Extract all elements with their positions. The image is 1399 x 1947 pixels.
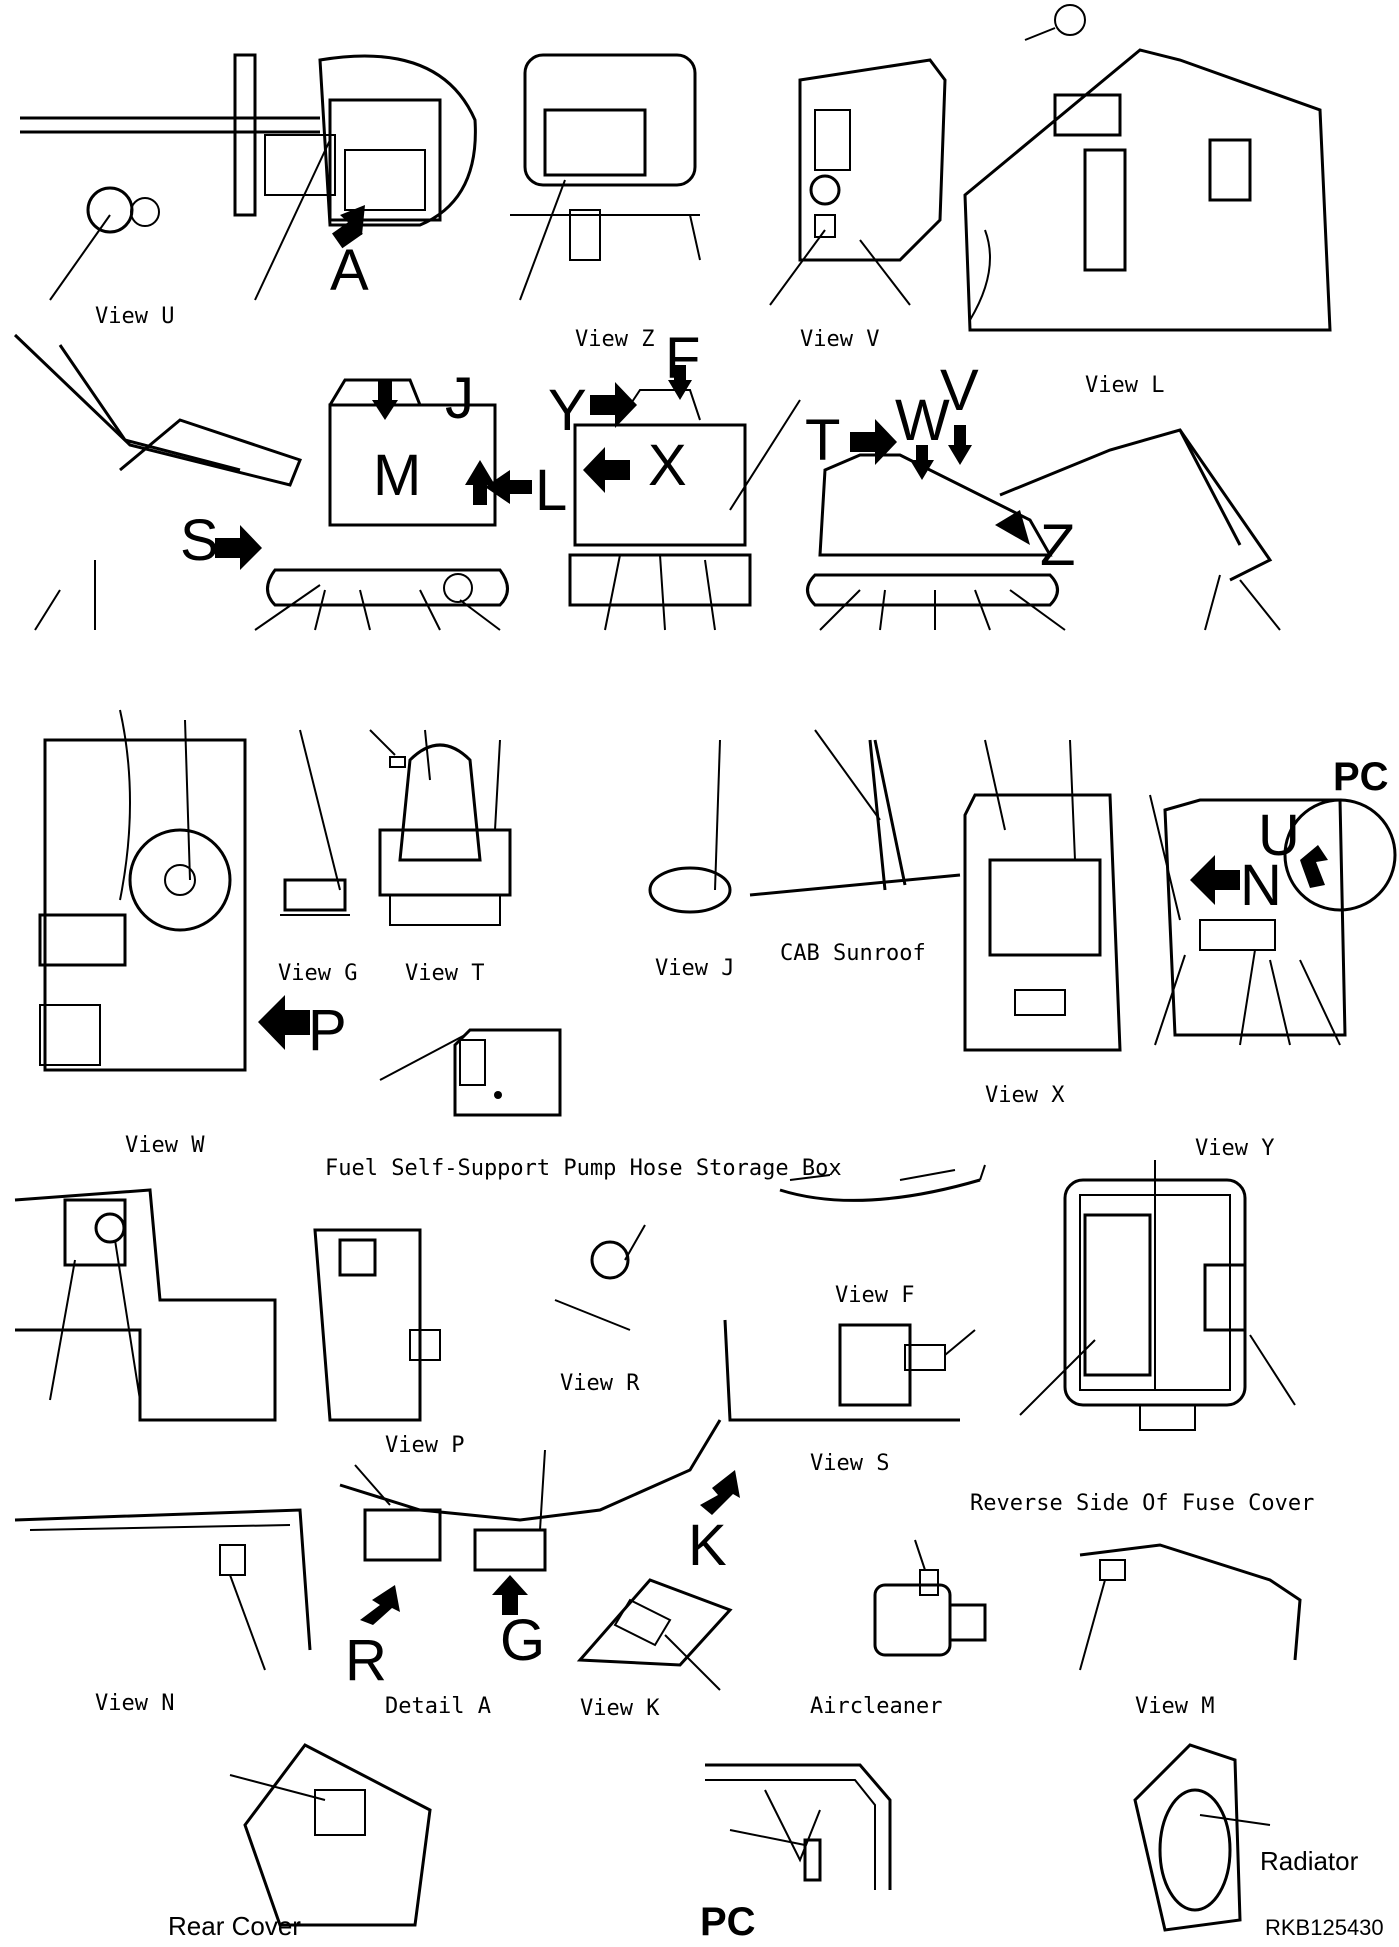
front-view xyxy=(568,365,801,631)
arrow-letter-x: X xyxy=(648,433,687,498)
view-g-drawing xyxy=(280,729,350,916)
fuel-box-drawing xyxy=(379,1028,562,1117)
view-u-label: View U xyxy=(95,304,174,329)
arrow-letter-v: V xyxy=(940,358,979,423)
arrow-letter-n: N xyxy=(1240,853,1282,918)
view-n-drawing xyxy=(14,1508,312,1671)
view-m-drawing xyxy=(1079,1543,1302,1671)
view-m-label: View M xyxy=(1135,1694,1214,1719)
aircleaner-label: Aircleaner xyxy=(810,1694,942,1719)
aircleaner-drawing xyxy=(873,1539,987,1657)
cab-sunroof-drawing xyxy=(749,729,961,897)
view-j-drawing xyxy=(648,739,732,914)
detail-a-label: Detail A xyxy=(385,1694,491,1719)
view-r-label: View R xyxy=(560,1371,640,1396)
view-x-label: View X xyxy=(985,1083,1065,1108)
view-y-enclosure xyxy=(1019,1160,1296,1431)
arrow-letter-z: Z xyxy=(1040,513,1075,578)
view-v-label: View V xyxy=(800,327,879,352)
side-view-right xyxy=(806,419,1281,631)
arrow-letter-f: F xyxy=(665,326,700,391)
fuse-cover-label: Reverse Side Of Fuse Cover xyxy=(970,1491,1314,1516)
radiator-label: Radiator xyxy=(1260,1846,1359,1876)
view-t-drawing xyxy=(369,729,512,926)
view-j-label: View J xyxy=(655,956,734,981)
view-u-drawing xyxy=(20,53,477,301)
arrow-letter-g: G xyxy=(500,1608,545,1673)
view-t-label: View T xyxy=(405,961,484,986)
pc-label-bottom: PC xyxy=(700,1900,756,1944)
arrow-letter-p: P xyxy=(308,998,347,1063)
arrow-letter-s: S xyxy=(180,508,219,573)
view-p-label: View P xyxy=(385,1433,464,1458)
view-y-label: View Y xyxy=(1195,1136,1274,1161)
view-l-label: View L xyxy=(1085,373,1164,398)
lower-left-assembly xyxy=(14,1188,277,1422)
rear-cover-drawing xyxy=(229,1743,432,1927)
arrow-letter-u: U xyxy=(1258,803,1300,868)
view-z-drawing xyxy=(510,53,701,301)
view-n-label: View N xyxy=(95,1691,174,1716)
side-view-left xyxy=(13,333,532,631)
cab-sunroof-label: CAB Sunroof xyxy=(780,941,926,966)
detail-a-drawing xyxy=(339,1419,740,1625)
arrow-letter-j: J xyxy=(445,366,474,431)
view-l-drawing xyxy=(963,4,1332,332)
view-k-drawing xyxy=(576,1578,733,1691)
arrow-letter-r: R xyxy=(345,1628,387,1693)
view-y-drawing xyxy=(1149,794,1397,1046)
rear-cover-label: Rear Cover xyxy=(168,1911,301,1941)
view-f-drawing xyxy=(779,1164,986,1202)
view-w-label: View W xyxy=(125,1133,205,1158)
pc-bottom-drawing xyxy=(705,1763,892,1890)
drawing-number: RKB125430 xyxy=(1265,1915,1384,1940)
arrow-letter-w: W xyxy=(895,388,950,453)
arrow-letter-m: M xyxy=(373,443,421,508)
fuel-box-label: Fuel Self-Support Pump Hose Storage Box xyxy=(325,1156,842,1181)
view-x-drawing xyxy=(963,739,1122,1052)
view-w-drawing xyxy=(38,709,310,1072)
view-k-label: View K xyxy=(580,1696,660,1721)
arrow-letter-a: A xyxy=(330,238,369,303)
view-z-label: View Z xyxy=(575,327,654,352)
view-s-drawing xyxy=(723,1319,976,1422)
view-r-drawing xyxy=(313,1224,646,1422)
view-v-drawing xyxy=(769,58,947,306)
view-s-label: View S xyxy=(810,1451,889,1476)
view-f-label: View F xyxy=(835,1283,914,1308)
arrow-letter-l: L xyxy=(535,458,567,523)
view-g-label: View G xyxy=(278,961,357,986)
arrow-letter-k: K xyxy=(688,1513,727,1578)
pc-label-top: PC xyxy=(1333,755,1389,799)
arrow-letter-t: T xyxy=(805,408,840,473)
radiator-drawing xyxy=(1133,1743,1271,1932)
arrow-letter-y: Y xyxy=(548,378,587,443)
